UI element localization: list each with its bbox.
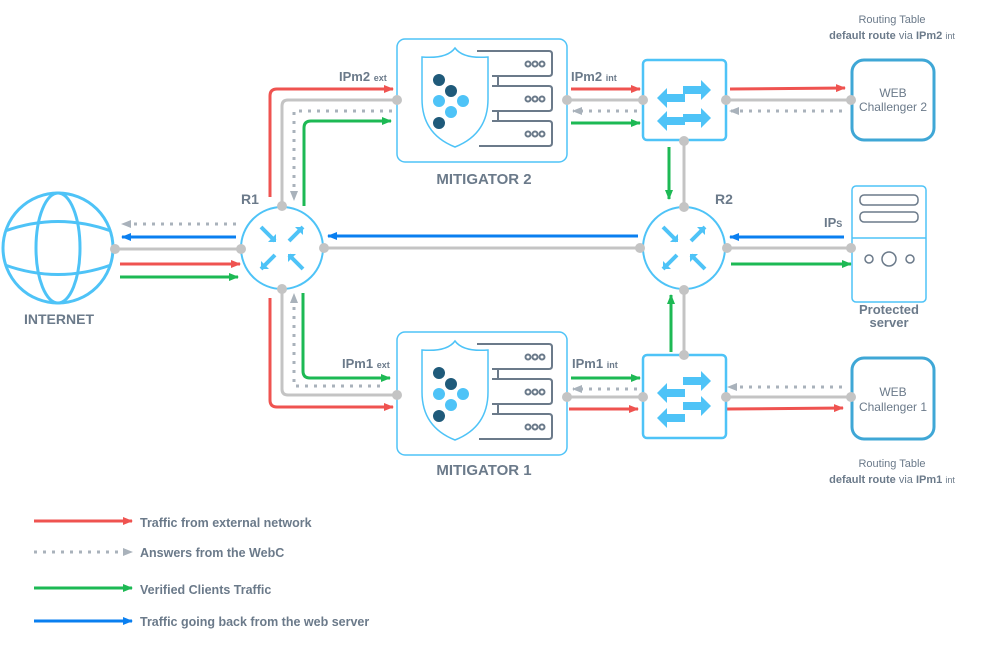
link-r1-mitigator2	[280, 98, 397, 206]
server-line2: server	[869, 315, 908, 330]
internet-label: INTERNET	[24, 311, 94, 327]
legend-label: Answers from the WebC	[140, 546, 284, 560]
dots-logo-icon	[433, 74, 469, 129]
legend-item: Traffic from external network	[34, 516, 312, 530]
link-r1-mitigator1	[280, 289, 397, 397]
iface-ipm1-ext: IPm1 ext	[342, 356, 390, 371]
led	[864, 254, 874, 264]
globe-icon	[1, 191, 115, 305]
mitigator-1[interactable]: MITIGATOR 1	[396, 331, 568, 479]
r1-label: R1	[241, 191, 259, 207]
webc2-line1: WEB	[879, 86, 906, 100]
mitigator-2-label: MITIGATOR 2	[436, 171, 531, 188]
arrow-gray-m2-to-r1	[290, 109, 392, 201]
drive-bay	[859, 194, 919, 206]
server-tower-icon	[851, 185, 927, 303]
arrow-red-sw1-to-webc1	[726, 404, 844, 413]
router-r2[interactable]: R2	[642, 191, 733, 290]
arrow-red-r1-to-m1	[268, 298, 394, 411]
webc1-line1: WEB	[879, 385, 906, 399]
router-arrows-icon	[661, 225, 707, 271]
legend-label: Verified Clients Traffic	[140, 583, 271, 597]
routing-table-bottom: Routing Table default route via IPm1 int	[829, 458, 955, 486]
switch-2[interactable]	[641, 58, 728, 142]
iface-ipm2-ext: IPm2 ext	[339, 69, 387, 84]
router-icon	[642, 206, 726, 290]
connection-ports	[110, 95, 856, 402]
iface-ipm2-int: IPm2 int	[571, 69, 617, 84]
iface-ipm1-int: IPm1 int	[572, 356, 618, 371]
mitigator-2[interactable]: MITIGATOR 2	[396, 38, 568, 188]
arrow-gray-m1-to-r1	[290, 293, 380, 388]
web-challenger-1[interactable]: WEB Challenger 1	[850, 356, 936, 441]
routing-table-title: Routing Table	[858, 14, 925, 26]
switch-arrows-icon	[657, 80, 711, 131]
arrow-red-sw2-to-webc2	[729, 84, 846, 93]
switch-1[interactable]	[641, 353, 728, 440]
server-rack-icon	[477, 343, 553, 440]
web-challenger-2[interactable]: WEB Challenger 2	[850, 58, 936, 142]
routing-table-top: Routing Table default route via IPm2 int	[829, 14, 955, 42]
iface-ips: IPS	[824, 215, 842, 230]
legend-item: Answers from the WebC	[34, 546, 284, 560]
mitigator-1-label: MITIGATOR 1	[436, 462, 531, 479]
r2-label: R2	[715, 191, 733, 207]
routing-table-route: default route via IPm1 int	[829, 474, 955, 486]
router-r1[interactable]: R1	[240, 191, 324, 290]
legend-item: Verified Clients Traffic	[34, 583, 271, 597]
legend: Traffic from external network Answers fr…	[34, 516, 369, 629]
protected-server[interactable]: Protected server	[851, 185, 927, 330]
router-icon	[240, 206, 324, 290]
webc1-line2: Challenger 1	[859, 400, 927, 414]
led	[905, 254, 915, 264]
server-line1: Protected	[859, 302, 919, 317]
arrow-green-r1-to-m2	[302, 117, 392, 206]
arrow-red-r1-to-m2	[268, 85, 394, 197]
webc2-line2: Challenger 2	[859, 100, 927, 114]
legend-label: Traffic from external network	[140, 516, 312, 530]
router-arrows-icon	[259, 225, 305, 271]
arrow-green-r1-to-m1	[301, 293, 391, 382]
legend-label: Traffic going back from the web server	[140, 615, 369, 629]
routing-table-route: default route via IPm2 int	[829, 30, 955, 42]
drive-bay	[859, 211, 919, 223]
traffic-arrows	[120, 84, 852, 413]
internet-globe[interactable]: INTERNET	[1, 191, 115, 327]
legend-item: Traffic going back from the web server	[34, 615, 369, 629]
power-button-icon	[881, 251, 897, 267]
routing-table-title: Routing Table	[858, 458, 925, 470]
server-rack-icon	[477, 50, 553, 147]
dots-logo-icon	[433, 367, 469, 422]
links	[115, 98, 851, 399]
switch-arrows-icon	[657, 371, 711, 428]
